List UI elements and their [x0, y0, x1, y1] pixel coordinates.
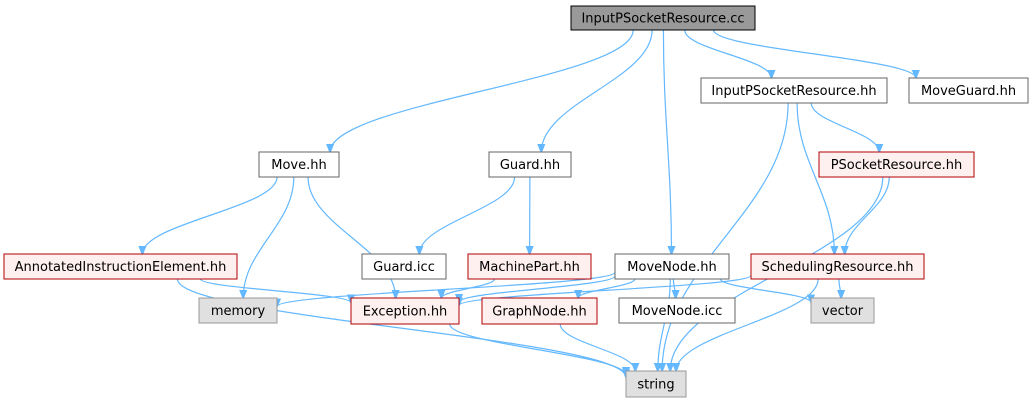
- node-move-hh[interactable]: Move.hh: [258, 151, 340, 178]
- node-box: [700, 77, 888, 104]
- node-box: [467, 253, 592, 280]
- edge-schedulingresource-hh-to-vector: [839, 278, 841, 298]
- node-inputpsocketresource-hh[interactable]: InputPSocketResource.hh: [700, 77, 888, 104]
- node-box: [3, 253, 238, 280]
- node-box: [570, 5, 756, 31]
- node-schedulingresource-hh[interactable]: SchedulingResource.hh: [750, 253, 925, 280]
- node-graphnode-hh[interactable]: GraphNode.hh: [481, 297, 598, 325]
- edge-graphnode-hh-to-string: [559, 323, 635, 371]
- edge-move-hh-to-memory: [243, 176, 295, 298]
- node-label: GraphNode.hh: [492, 305, 586, 320]
- node-label: Move.hh: [271, 158, 326, 173]
- node-exception-hh[interactable]: Exception.hh: [350, 297, 460, 325]
- edge-inputpsocketresource-cc-to-moveguard-hh: [713, 29, 916, 78]
- edge-inputpsocketresource-cc-to-move-hh: [330, 29, 634, 152]
- node-label: MoveNode.icc: [632, 304, 723, 319]
- node-label: MoveNode.hh: [627, 260, 716, 275]
- node-box: [361, 253, 447, 280]
- edge-guard-hh-to-guard-icc: [419, 176, 516, 254]
- node-label: PSocketResource.hh: [831, 158, 963, 173]
- node-label: string: [637, 378, 674, 393]
- edge-schedulingresource-hh-to-exception-hh: [459, 274, 752, 305]
- node-guard-hh[interactable]: Guard.hh: [488, 151, 572, 178]
- edge-movenode-hh-to-graphnode-hh: [578, 278, 636, 298]
- node-inputpsocketresource-cc: InputPSocketResource.cc: [570, 5, 756, 31]
- node-moveguard-hh[interactable]: MoveGuard.hh: [908, 77, 1029, 104]
- node-label: InputPSocketResource.cc: [581, 12, 744, 27]
- node-box: [810, 297, 875, 324]
- node-guard-icc[interactable]: Guard.icc: [361, 253, 447, 280]
- edge-schedulingresource-hh-to-string: [676, 278, 819, 371]
- node-label: Guard.icc: [373, 260, 435, 275]
- node-box: [198, 297, 278, 324]
- edge-move-hh-to-exception-hh: [307, 176, 396, 298]
- node-machinepart-hh[interactable]: MachinePart.hh: [467, 253, 592, 280]
- edge-move-hh-to-annotatedinstructionelement-hh: [142, 176, 278, 254]
- node-memory[interactable]: memory: [198, 297, 278, 324]
- edge-movenode-hh-to-string: [658, 278, 671, 371]
- edge-exception-hh-to-string: [449, 323, 626, 375]
- edge-inputpsocketresource-hh-to-string: [662, 102, 789, 371]
- node-label: memory: [211, 304, 266, 319]
- node-label: InputPSocketResource.hh: [711, 84, 876, 99]
- edge-psocketresource-hh-to-schedulingresource-hh: [845, 176, 890, 254]
- edge-movenode-hh-to-exception-hh: [459, 275, 616, 302]
- node-movenode-hh[interactable]: MoveNode.hh: [614, 253, 730, 280]
- node-label: AnnotatedInstructionElement.hh: [15, 260, 227, 275]
- node-psocketresource-hh[interactable]: PSocketResource.hh: [818, 151, 975, 178]
- node-label: vector: [822, 304, 864, 319]
- node-box: [258, 151, 340, 178]
- edge-movenode-hh-to-memory: [277, 271, 616, 306]
- node-box: [618, 297, 736, 324]
- edge-layer: [142, 29, 916, 377]
- node-box: [481, 297, 598, 325]
- node-vector[interactable]: vector: [810, 297, 875, 324]
- edge-inputpsocketresource-cc-to-guard-hh: [541, 29, 653, 152]
- edge-annotatedinstructionelement-hh-to-exception-hh: [199, 278, 351, 303]
- node-box: [818, 151, 975, 178]
- edge-inputpsocketresource-cc-to-movenode-hh: [662, 29, 671, 254]
- node-box: [488, 151, 572, 178]
- edge-inputpsocketresource-cc-to-inputpsocketresource-hh: [684, 29, 772, 78]
- node-label: SchedulingResource.hh: [761, 260, 913, 275]
- node-annotatedinstructionelement-hh[interactable]: AnnotatedInstructionElement.hh: [3, 253, 238, 280]
- node-box: [750, 253, 925, 280]
- edge-movenode-hh-to-movenode-icc: [673, 278, 675, 298]
- node-movenode-icc[interactable]: MoveNode.icc: [618, 297, 736, 324]
- node-label: MoveGuard.hh: [921, 84, 1016, 99]
- node-box: [350, 297, 460, 325]
- node-box: [625, 370, 687, 398]
- node-label: Exception.hh: [363, 305, 448, 320]
- node-box: [908, 77, 1029, 104]
- edge-inputpsocketresource-hh-to-psocketresource-hh: [810, 102, 879, 152]
- node-label: Guard.hh: [500, 158, 560, 173]
- node-string[interactable]: string: [625, 370, 687, 398]
- node-label: MachinePart.hh: [479, 260, 580, 275]
- node-box: [614, 253, 730, 280]
- node-layer: InputPSocketResource.ccMove.hhAnnotatedI…: [3, 5, 1029, 398]
- edge-inputpsocketresource-hh-to-schedulingresource-hh: [796, 102, 834, 254]
